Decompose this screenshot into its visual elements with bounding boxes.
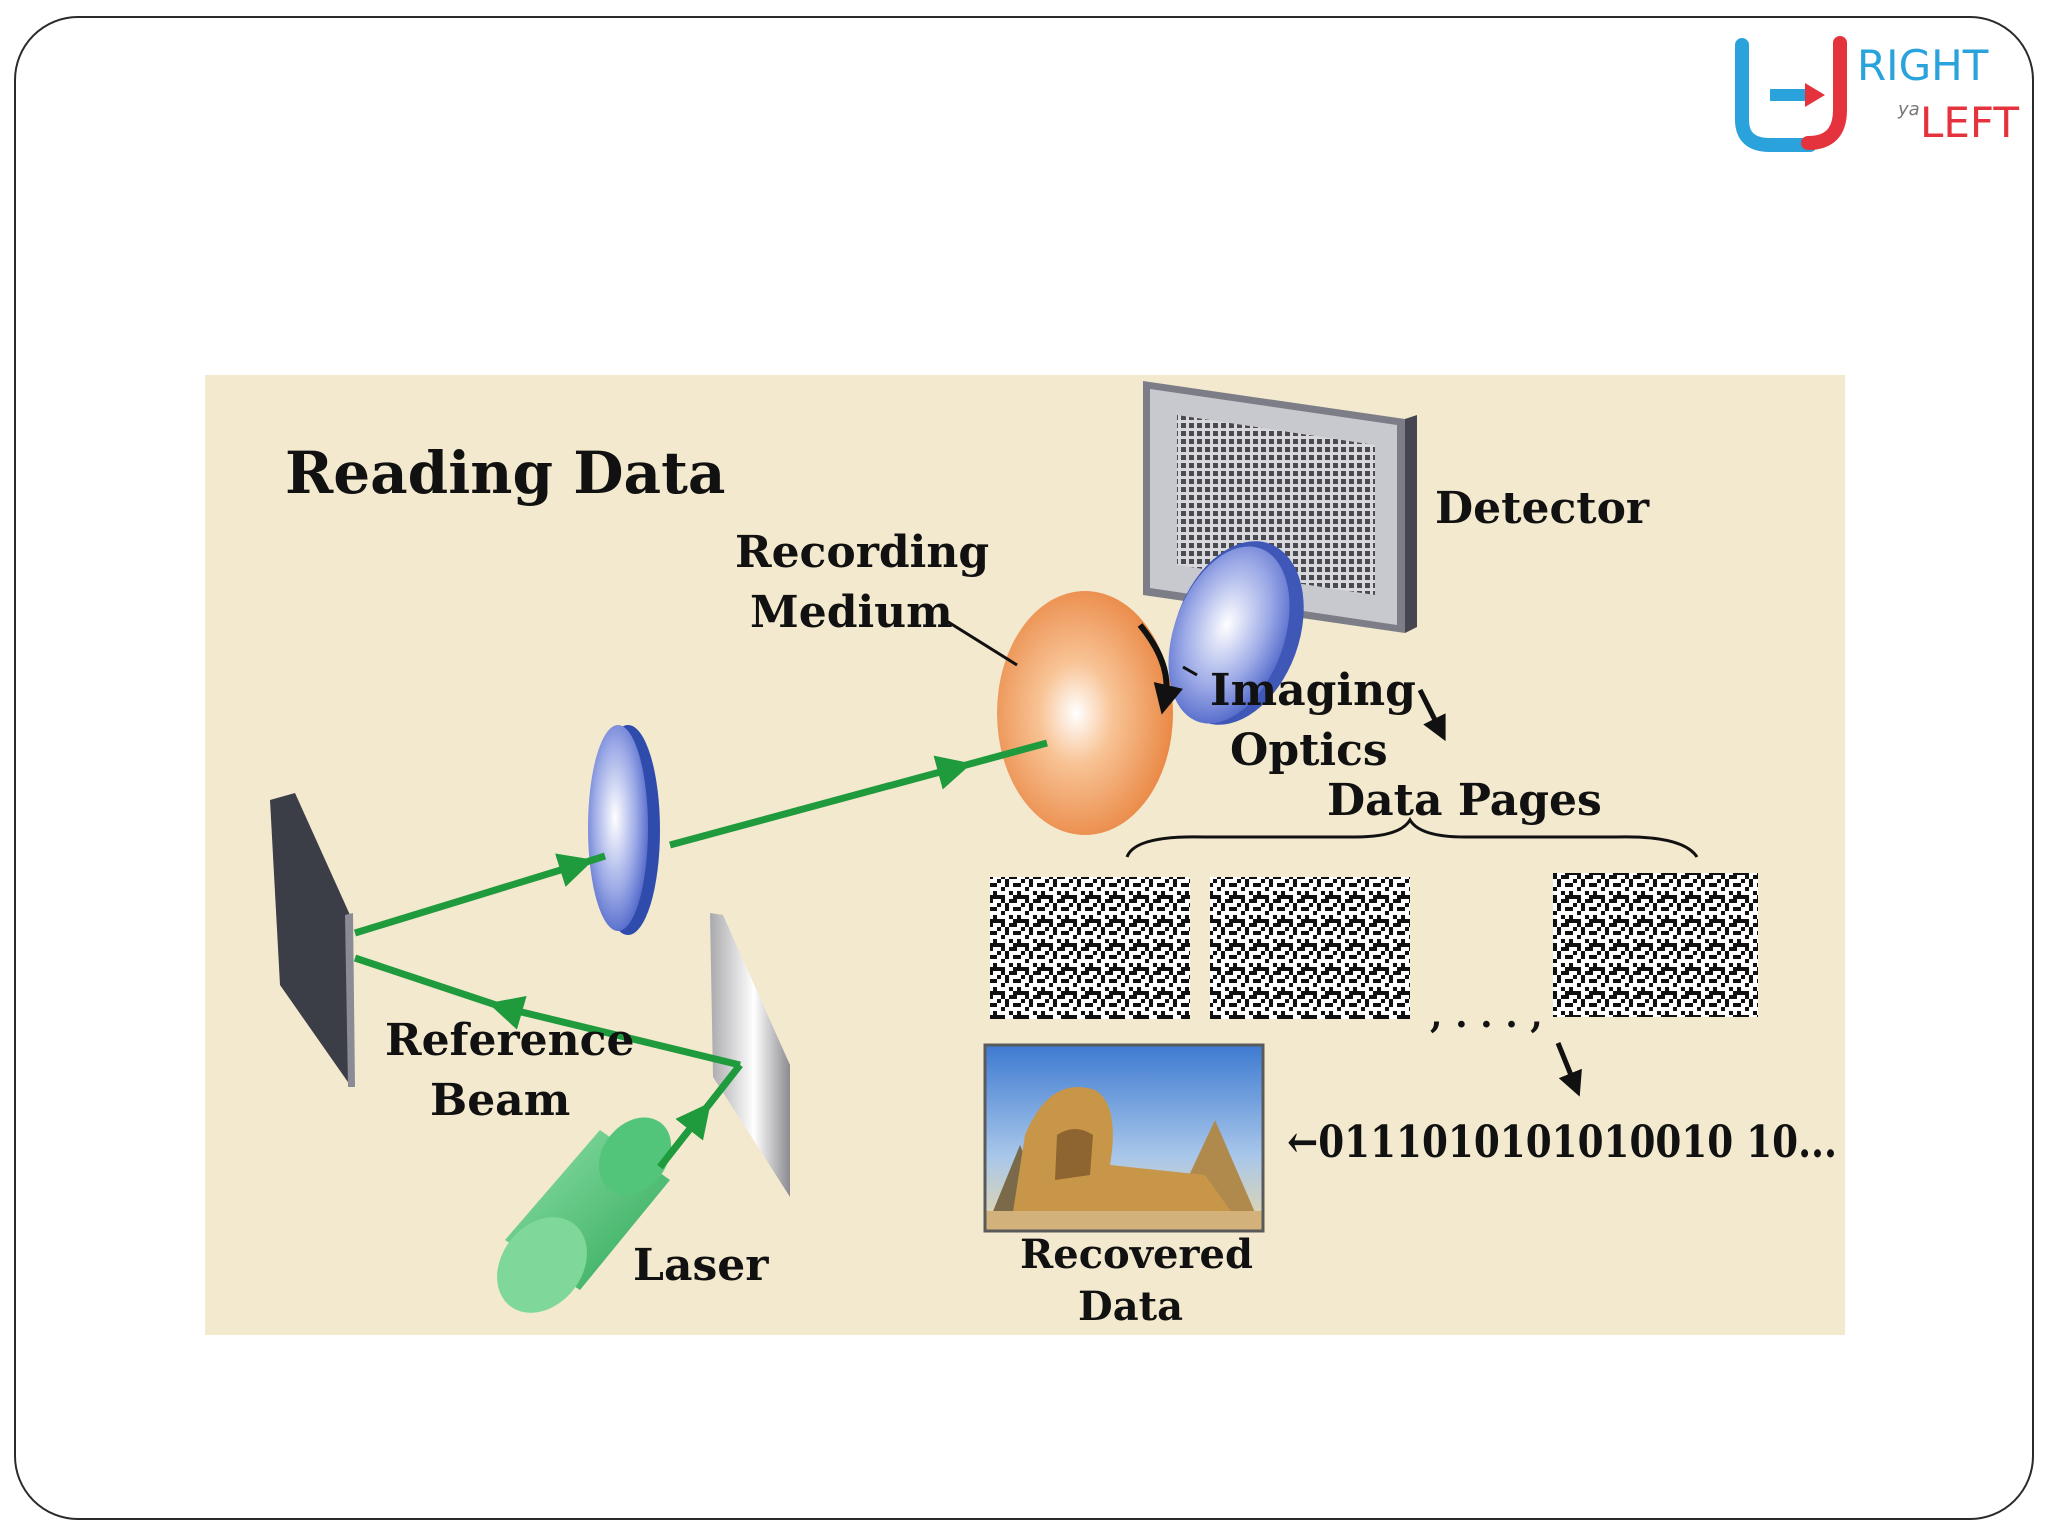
bitstream-text: ←0111010101010010 10...: [1287, 1117, 1837, 1168]
reference-beam-to-lens: [353, 852, 607, 937]
diagram-title: Reading Data: [285, 439, 725, 507]
data-pages-brace: [1125, 817, 1699, 858]
imaging-optics-label-1: Imaging: [1210, 665, 1416, 716]
recording-medium-pointer: [944, 618, 1018, 667]
recovered-data-label-1: Recovered: [1020, 1231, 1253, 1278]
left-mirror-edge: [345, 913, 355, 1087]
data-pages-label: Data Pages: [1327, 775, 1602, 826]
reference-beam-return: [353, 954, 741, 1069]
to-data-pages-arrow: [1417, 688, 1446, 742]
recovered-image: [983, 1043, 1265, 1233]
to-bitstream-arrow: [1555, 1042, 1582, 1097]
reference-beam-label-2: Beam: [430, 1075, 570, 1126]
left-mirror: [270, 793, 350, 1085]
data-pages-ellipsis: , . . . ,: [1430, 994, 1543, 1036]
recording-medium: [997, 591, 1173, 835]
laser-label: Laser: [633, 1240, 769, 1291]
holographic-reading-diagram: Reading Data Recording Medium Detector I…: [205, 375, 1845, 1335]
laser: [497, 1117, 672, 1313]
data-page-2: [1210, 877, 1410, 1019]
rotation-arrow: [1137, 623, 1183, 715]
recording-medium-label-1: Recording: [735, 527, 989, 578]
recording-medium-label-2: Medium: [750, 587, 953, 638]
reference-beam-label-1: Reference: [385, 1015, 634, 1066]
diagram-svg: Reading Data Recording Medium Detector I…: [205, 375, 1845, 1335]
imaging-optics-pointer: [1182, 665, 1198, 677]
recovered-data-label-2: Data: [1078, 1283, 1183, 1330]
right-mirror: [710, 913, 790, 1197]
logo-right-text: RIGHT: [1857, 41, 1989, 90]
data-page-1: [990, 877, 1190, 1019]
beam-to-medium: [669, 739, 1048, 849]
data-page-3: [1553, 873, 1758, 1017]
detector-label: Detector: [1435, 483, 1650, 534]
logo-left-text: LEFT: [1920, 98, 2019, 147]
lens: [588, 725, 660, 935]
right-ya-left-logo: RIGHT ya LEFT: [1730, 25, 2030, 155]
imaging-optics-lens: [1168, 541, 1304, 725]
logo-graphic: RIGHT ya LEFT: [1735, 36, 2019, 152]
imaging-optics-label-2: Optics: [1230, 725, 1388, 776]
logo-ya-text: ya: [1897, 99, 1920, 120]
laser-beam-arrow: [657, 1062, 743, 1170]
